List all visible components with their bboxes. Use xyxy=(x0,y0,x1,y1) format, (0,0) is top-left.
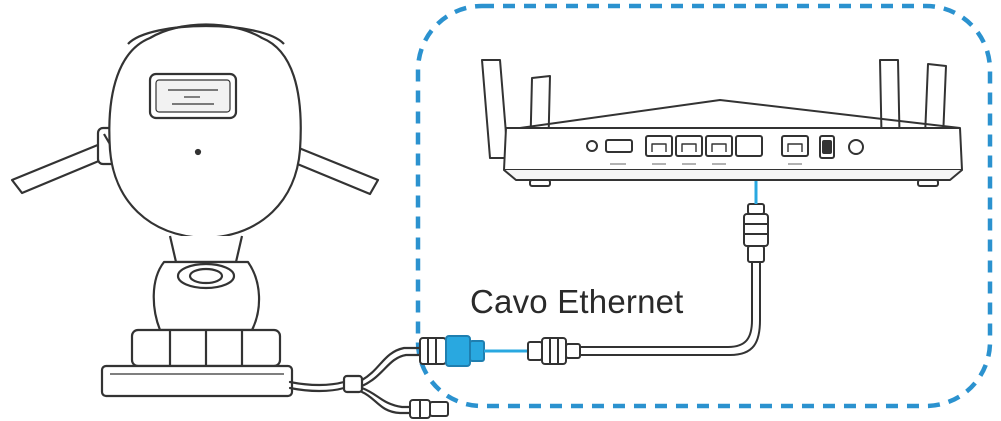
security-camera-icon xyxy=(10,23,380,398)
camera-cable-bundle-icon xyxy=(288,346,422,415)
ethernet-cable-icon xyxy=(484,146,771,365)
wifi-router-icon xyxy=(481,59,963,187)
ethernet-cable-label: Cavo Ethernet xyxy=(470,283,684,320)
router-antenna-1-icon xyxy=(481,59,509,159)
camera-left-antenna-icon xyxy=(10,126,126,195)
camera-body-icon xyxy=(108,23,302,240)
power-connector-icon xyxy=(409,399,449,419)
router-zone-dashed-frame xyxy=(415,3,993,409)
router-port-row-icon xyxy=(645,135,809,157)
camera-ethernet-plug-icon xyxy=(419,335,485,367)
